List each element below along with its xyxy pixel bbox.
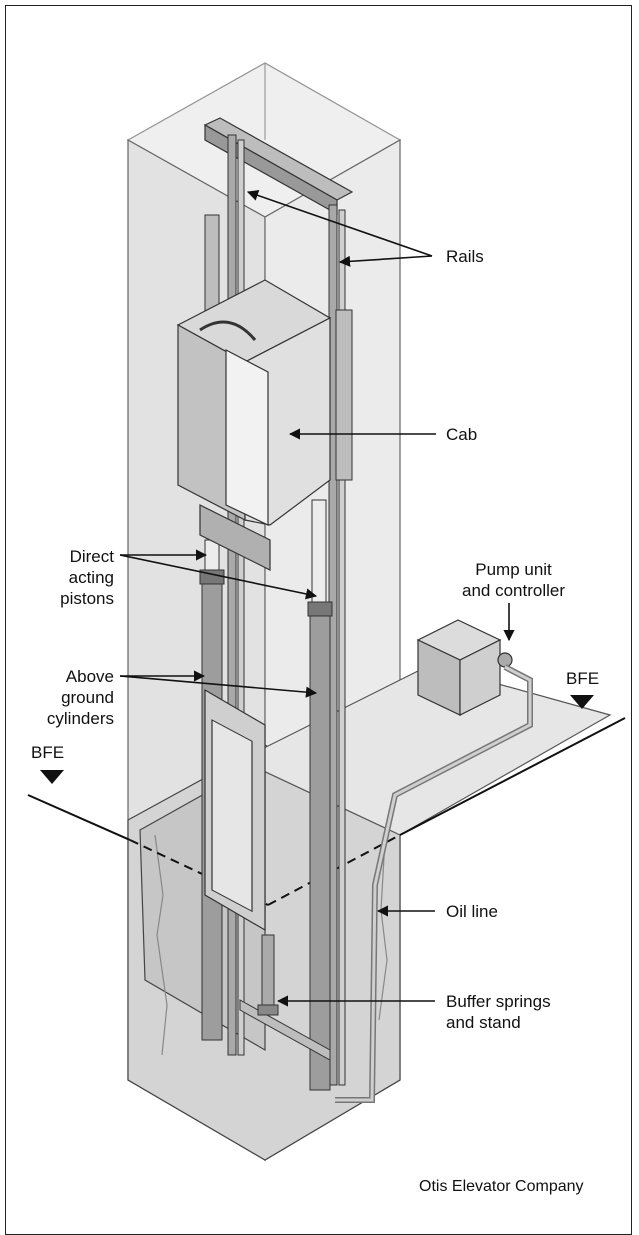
rails — [204, 134, 353, 1086]
pump-unit — [416, 619, 513, 716]
cab — [176, 279, 332, 571]
buffer-stand — [239, 934, 331, 1061]
bfe-left-marker — [40, 770, 64, 784]
ground-line-right — [399, 717, 626, 836]
oil-line-label: Oil line — [446, 902, 498, 921]
cylinders-label-line1: Above — [65, 667, 114, 686]
right-cylinder — [307, 499, 333, 1091]
cab-label: Cab — [446, 425, 478, 444]
buffer-label: Buffer springs and stand — [446, 991, 551, 1033]
ground-line-left — [27, 794, 131, 841]
bfe-left-label: BFE — [31, 743, 65, 762]
cylinders-label-line3: cylinders — [46, 709, 114, 728]
pistons-label: Direct acting pistons — [30, 546, 114, 609]
pump-label-line1: Pump unit — [475, 560, 552, 579]
cylinders-label: Above ground cylinders — [30, 666, 114, 729]
pistons-label-line1: Direct — [69, 547, 114, 566]
cylinders-label-line2: ground — [61, 688, 114, 707]
pump-label-line2: and controller — [462, 581, 566, 600]
pistons-label-line2: acting — [68, 568, 114, 587]
bfe-right-marker — [570, 695, 594, 709]
buffer-label-line2: and stand — [446, 1013, 521, 1032]
hoistway-door — [204, 688, 266, 932]
rails-label: Rails — [446, 247, 484, 266]
pistons-label-line3: pistons — [60, 589, 114, 608]
credit-text: Otis Elevator Company — [419, 1178, 584, 1195]
pump-label: Pump unit and controller — [462, 559, 565, 601]
leader-lines — [119, 190, 515, 1007]
bfe-right-label: BFE — [566, 669, 600, 688]
buffer-label-line1: Buffer springs — [446, 992, 551, 1011]
elevator-diagram — [27, 62, 626, 1162]
ground-line-right-dashed — [267, 834, 401, 906]
